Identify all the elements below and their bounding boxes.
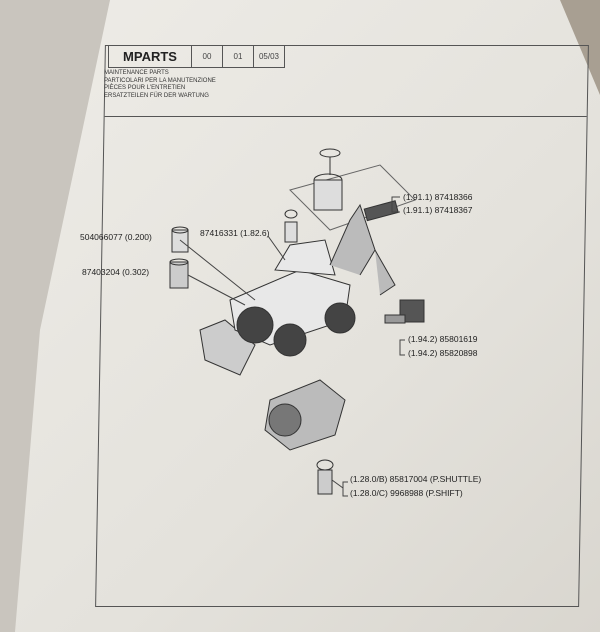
subtitle: MAINTENANCE PARTS PARTICOLARI PER LA MAN…	[104, 70, 216, 100]
code-2: 01	[223, 45, 254, 67]
backhoe-loader	[199, 203, 396, 376]
cab-filter	[384, 299, 425, 324]
subtitle-line: ERSATZTEILEN FÜR DER WARTUNG	[104, 92, 209, 99]
air-filter-part-1: (1.91.1) 87418366	[403, 192, 473, 202]
oil-filter-part: 87403204 (0.302)	[82, 267, 150, 277]
section-title: MPARTS	[108, 45, 192, 67]
transmission-filter-part-1: (1.28.0/B) 85817004 (P.SHUTTLE)	[350, 474, 482, 484]
subtitle-line: MAINTENANCE PARTS	[104, 70, 169, 76]
cab-filter-part-2: (1.94.2) 85820898	[408, 348, 478, 358]
subtitle-line: PIÈCES POUR L'ENTRETIEN	[104, 85, 186, 91]
fuel-filter-part: 504066077 (0.200)	[80, 232, 152, 242]
cab-filter-part-1: (1.94.2) 85801619	[408, 334, 478, 344]
date: 05/03	[254, 45, 285, 67]
air-filter-part-2: (1.91.1) 87418367	[403, 205, 473, 215]
air-filter-group	[289, 148, 416, 231]
code-1: 00	[192, 45, 223, 67]
hydraulic-filter-part: 87416331 (1.82.6)	[200, 228, 270, 238]
header-table: MPARTS 00 01 05/03	[108, 45, 285, 68]
transmission-filter-part-2: (1.28.0/C) 9968988 (P.SHIFT)	[350, 488, 463, 498]
leader-lines	[179, 196, 405, 497]
subtitle-line: PARTICOLARI PER LA MANUTENZIONE	[104, 77, 216, 84]
transmission	[264, 379, 346, 495]
filters-left	[169, 209, 298, 289]
